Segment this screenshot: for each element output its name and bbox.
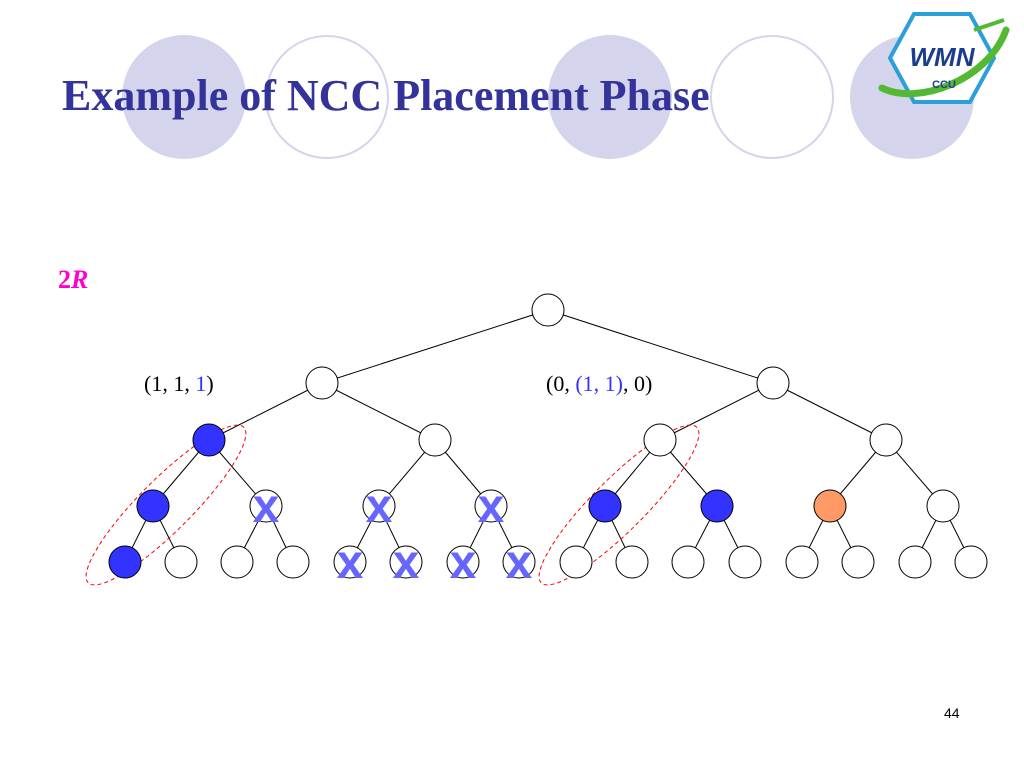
tree-edge [208, 382, 323, 441]
tree-node [362, 489, 396, 523]
tree-node [728, 545, 762, 579]
decor-circle-2 [265, 35, 389, 159]
tree-node [418, 423, 452, 457]
slide-title: Example of NCC Placement Phase [62, 71, 710, 120]
tree-node [756, 366, 790, 400]
removed-x-mark: x [337, 536, 364, 589]
removed-x-mark: x [478, 480, 505, 533]
removed-x-mark: x [450, 536, 477, 589]
tree-edge [321, 309, 549, 384]
tree-node [643, 423, 677, 457]
range-label: 2R [58, 265, 89, 294]
tree-node [841, 545, 875, 579]
wmn-logo: WMN CCU [878, 10, 1010, 115]
tree-node [389, 545, 423, 579]
removed-x-mark: x [506, 536, 533, 589]
tree-edge [547, 309, 774, 384]
tree-node [276, 545, 310, 579]
tuple-left: (1, 1, 1) [144, 371, 214, 396]
removed-x-mark: x [253, 480, 280, 533]
tree-node [474, 489, 508, 523]
removed-x-mark: x [366, 480, 393, 533]
tree-node-orange [813, 489, 847, 523]
tree-node [164, 545, 198, 579]
logo-subtext: CCU [932, 79, 956, 91]
tree-node [926, 489, 960, 523]
tree-node [220, 545, 254, 579]
tree-node-blue [136, 489, 170, 523]
tree-node [954, 545, 988, 579]
tree-node [333, 545, 367, 579]
dashed-ellipses [85, 424, 700, 586]
tree-node [446, 545, 480, 579]
tree-node [785, 545, 819, 579]
tree-edge [772, 382, 887, 441]
dashed-ellipse-right [538, 424, 700, 586]
tree-node-blue [588, 489, 622, 523]
tree-node [671, 545, 705, 579]
tree-nodes [108, 293, 988, 579]
tree-node-blue [700, 489, 734, 523]
tree-node [559, 545, 593, 579]
tree-node [898, 545, 932, 579]
tree-node-blue [108, 545, 142, 579]
tree-edge [321, 382, 436, 441]
removed-x-mark: x [393, 536, 420, 589]
tree-node [305, 366, 339, 400]
page-number: 44 [944, 705, 960, 721]
decor-circle-3 [548, 35, 672, 159]
tree-node [502, 545, 536, 579]
tuple-right: (0, (1, 1), 0) [546, 371, 653, 396]
decor-circle-4 [710, 35, 834, 159]
tree-node [249, 489, 283, 523]
tree-node [531, 293, 565, 327]
decor-circle-1 [122, 35, 246, 159]
tree-node [615, 545, 649, 579]
dashed-ellipse-left [85, 424, 247, 586]
tree-node-blue [192, 423, 226, 457]
logo-text: WMN [910, 42, 976, 72]
tree-node [869, 423, 903, 457]
tree-edge [659, 382, 774, 441]
